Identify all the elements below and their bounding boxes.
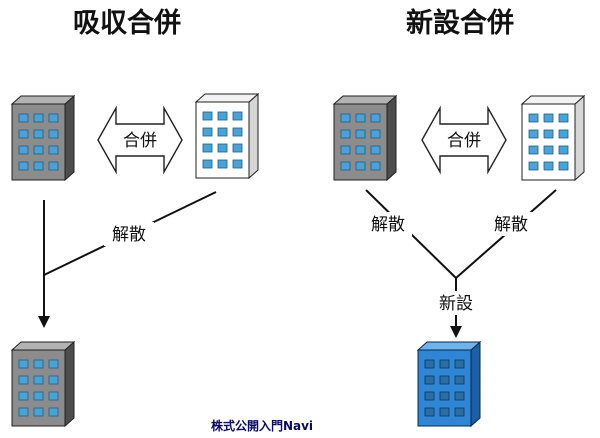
absorbed-company-building-icon xyxy=(196,94,258,178)
dissolution-label-a: 解散 xyxy=(371,215,405,235)
company-a-building-icon xyxy=(334,96,396,180)
dissolution-label-left: 解散 xyxy=(112,225,146,245)
new-establishment-label: 新設 xyxy=(439,294,473,314)
arrow-head-icon-right xyxy=(450,326,462,338)
label-backdrop xyxy=(104,222,154,246)
site-credit: 株式公開入門Navi xyxy=(211,418,313,433)
label-backdrop xyxy=(430,291,482,315)
surviving-company-building-icon xyxy=(12,96,74,180)
absorption-merger-title: 吸収合併 xyxy=(73,7,181,39)
new-company-building-icon xyxy=(418,342,480,426)
arrow-head-icon xyxy=(38,316,50,328)
merger-label-right: 合併 xyxy=(447,131,481,151)
merger-label-left: 合併 xyxy=(123,131,157,151)
resulting-company-building-icon xyxy=(12,342,74,426)
label-backdrop xyxy=(362,212,412,236)
dissolution-label-b: 解散 xyxy=(494,215,528,235)
new-merger-title: 新設合併 xyxy=(406,7,514,39)
company-b-building-icon xyxy=(522,96,584,180)
label-backdrop xyxy=(486,212,536,236)
